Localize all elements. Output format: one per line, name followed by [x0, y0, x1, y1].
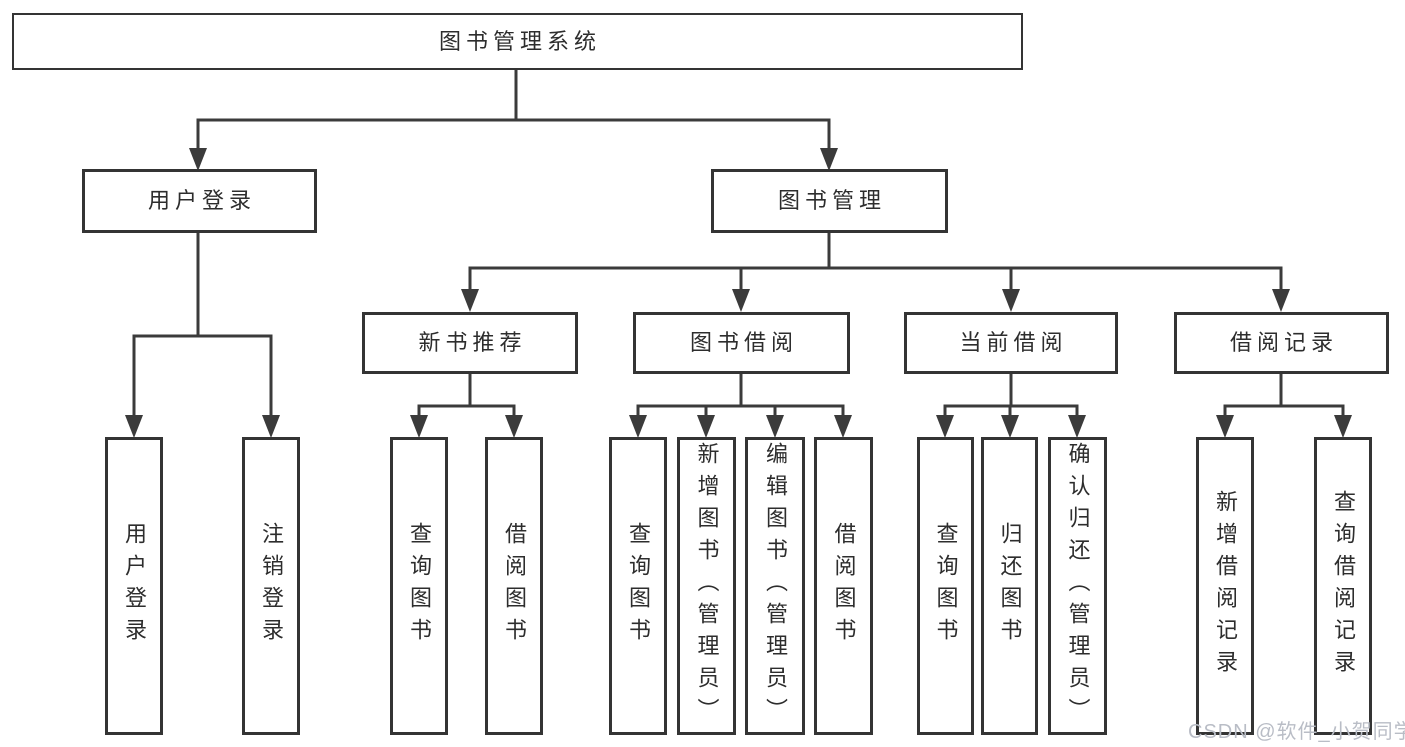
leaf-edit-books-admin-label: 编辑图书（管理员）	[763, 442, 788, 730]
leaf-return-books: 归还图书	[981, 437, 1038, 735]
leaf-logout: 注销登录	[242, 437, 300, 735]
leaf-query-books-current: 查询图书	[917, 437, 974, 735]
node-book-management-label: 图书管理	[777, 188, 886, 213]
leaf-add-books-admin: 新增图书（管理员）	[677, 437, 736, 735]
leaf-borrow-books-recommend-label: 借阅图书	[502, 522, 527, 650]
leaf-query-books-recommend: 查询图书	[390, 437, 448, 735]
leaf-query-borrow-record-label: 查询借阅记录	[1331, 490, 1356, 682]
node-borrowing-records-label: 借阅记录	[1229, 330, 1338, 355]
leaf-confirm-return-admin-label: 确认归还（管理员）	[1065, 442, 1091, 730]
node-library-system-label: 图书管理系统	[438, 28, 601, 54]
node-user-login: 用户登录	[82, 169, 317, 233]
leaf-add-borrow-record-label: 新增借阅记录	[1213, 490, 1238, 682]
leaf-query-books-borrow: 查询图书	[609, 437, 667, 735]
leaf-edit-books-admin: 编辑图书（管理员）	[745, 437, 805, 735]
node-library-system: 图书管理系统	[12, 13, 1023, 70]
leaf-borrow-books: 借阅图书	[814, 437, 873, 735]
node-current-borrowing: 当前借阅	[904, 312, 1118, 374]
node-book-borrowing-label: 图书借阅	[689, 330, 798, 355]
node-new-book-recommendation: 新书推荐	[362, 312, 578, 374]
leaf-query-books-current-label: 查询图书	[933, 522, 959, 650]
node-user-login-label: 用户登录	[147, 188, 256, 213]
leaf-user-login-label: 用户登录	[122, 522, 147, 650]
leaf-confirm-return-admin: 确认归还（管理员）	[1048, 437, 1107, 735]
node-borrowing-records: 借阅记录	[1174, 312, 1389, 374]
leaf-query-books-borrow-label: 查询图书	[626, 522, 651, 650]
leaf-query-borrow-record: 查询借阅记录	[1314, 437, 1372, 735]
leaf-logout-label: 注销登录	[259, 522, 284, 650]
node-current-borrowing-label: 当前借阅	[959, 330, 1068, 355]
watermark: CSDN @软件_小贺同学	[1188, 721, 1405, 743]
node-book-borrowing: 图书借阅	[633, 312, 850, 374]
leaf-borrow-books-label: 借阅图书	[831, 522, 857, 650]
leaf-add-borrow-record: 新增借阅记录	[1196, 437, 1254, 735]
leaf-add-books-admin-label: 新增图书（管理员）	[694, 442, 720, 730]
leaf-query-books-recommend-label: 查询图书	[407, 522, 432, 650]
leaf-borrow-books-recommend: 借阅图书	[485, 437, 543, 735]
node-new-book-recommendation-label: 新书推荐	[418, 330, 527, 355]
leaf-user-login: 用户登录	[105, 437, 163, 735]
leaf-return-books-label: 归还图书	[997, 522, 1023, 650]
node-book-management: 图书管理	[711, 169, 948, 233]
